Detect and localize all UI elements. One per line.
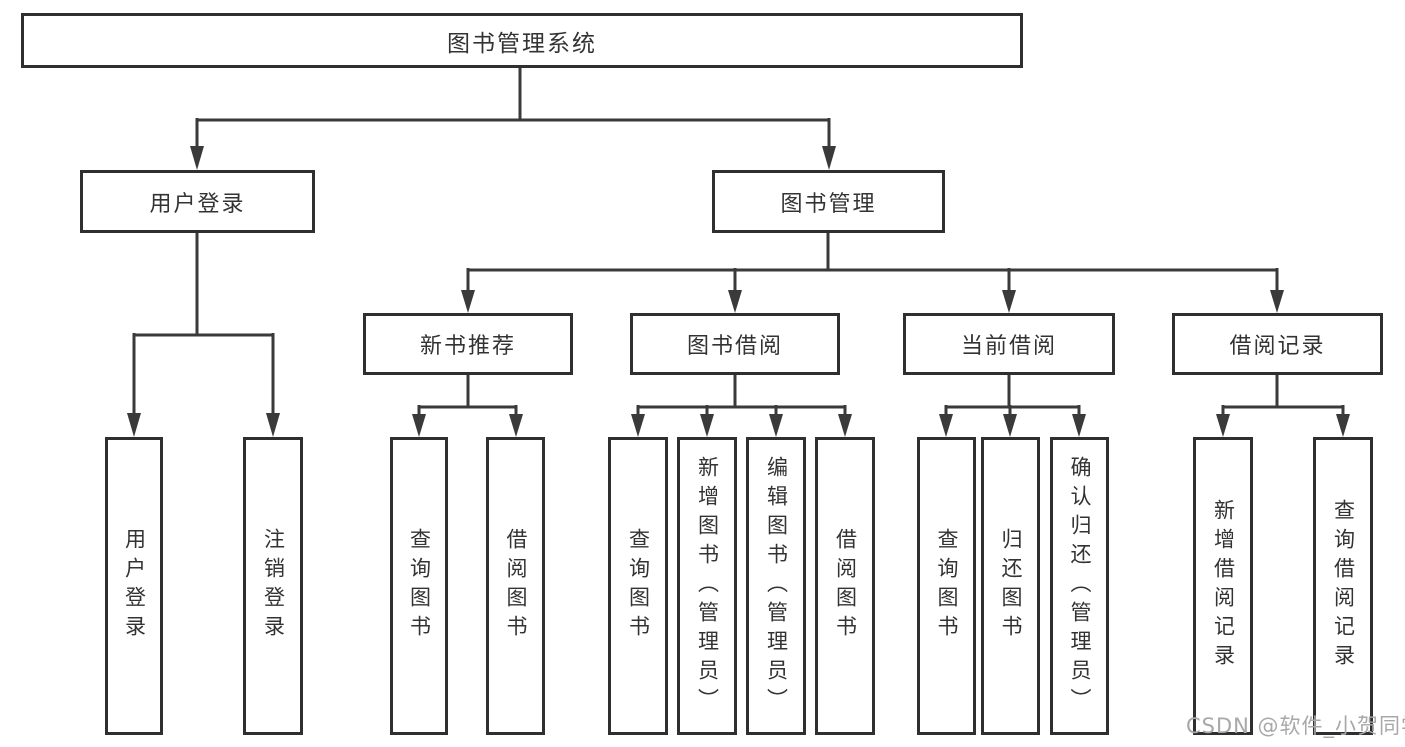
connector-book-management-to-level3 (461, 233, 1284, 313)
leaf-edit-books-admin-label: 编辑图书（管理员） (764, 455, 789, 717)
leaf-query-borrow-record-label: 查询借阅记录 (1331, 499, 1356, 673)
node-current-borrow-label: 当前借阅 (960, 334, 1057, 359)
node-library-system-label: 图书管理系统 (447, 30, 597, 57)
node-borrow-records-label: 借阅记录 (1229, 334, 1326, 359)
leaf-logout-label: 注销登录 (261, 528, 286, 644)
node-library-system: 图书管理系统 (21, 13, 1023, 68)
connector-new-book-recommend-to-leaves (412, 375, 523, 437)
leaf-add-borrow-record: 新增借阅记录 (1193, 437, 1253, 735)
leaf-edit-books-admin: 编辑图书（管理员） (746, 437, 806, 735)
leaf-confirm-return-admin-label: 确认归还（管理员） (1068, 455, 1092, 717)
leaf-confirm-return-admin: 确认归还（管理员） (1050, 437, 1109, 735)
leaf-logout: 注销登录 (243, 437, 303, 735)
connector-current-borrow-to-leaves (939, 375, 1086, 437)
leaf-query-books-recommend: 查询图书 (390, 437, 448, 735)
connector-borrow-records-to-leaves (1216, 375, 1350, 437)
leaf-borrow-books: 借阅图书 (815, 437, 875, 735)
csdn-watermark: CSDN @软件_小贺同学 (1186, 714, 1405, 738)
leaf-return-books-label: 归还图书 (999, 528, 1023, 644)
leaf-query-books-borrow-label: 查询图书 (626, 528, 651, 644)
connector-user-login-to-leaves (127, 233, 280, 437)
leaf-add-books-admin: 新增图书（管理员） (677, 437, 737, 735)
leaf-return-books: 归还图书 (981, 437, 1040, 735)
node-current-borrow: 当前借阅 (903, 313, 1115, 375)
node-book-borrow-label: 图书借阅 (686, 334, 783, 359)
node-book-management: 图书管理 (712, 170, 945, 233)
leaf-user-login-label: 用户登录 (122, 528, 147, 644)
connector-root-to-level2 (190, 68, 836, 170)
node-new-book-recommend: 新书推荐 (363, 313, 573, 375)
node-new-book-recommend-label: 新书推荐 (419, 334, 516, 359)
leaf-borrow-books-recommend: 借阅图书 (486, 437, 545, 735)
leaf-borrow-books-label: 借阅图书 (833, 528, 858, 644)
leaf-add-books-admin-label: 新增图书（管理员） (695, 455, 720, 717)
node-book-borrow: 图书借阅 (630, 313, 840, 375)
connector-book-borrow-to-leaves (631, 375, 852, 437)
node-user-login: 用户登录 (80, 170, 315, 233)
leaf-query-books-borrow: 查询图书 (608, 437, 668, 735)
leaf-user-login: 用户登录 (105, 437, 163, 735)
node-user-login-label: 用户登录 (149, 191, 246, 217)
leaf-add-borrow-record-label: 新增借阅记录 (1211, 499, 1236, 673)
leaf-query-books-current: 查询图书 (917, 437, 976, 735)
node-book-management-label: 图书管理 (780, 191, 877, 217)
leaf-query-books-current-label: 查询图书 (935, 528, 959, 644)
leaf-query-borrow-record: 查询借阅记录 (1313, 437, 1373, 735)
node-borrow-records: 借阅记录 (1172, 313, 1383, 375)
leaf-query-books-recommend-label: 查询图书 (407, 528, 432, 644)
leaf-borrow-books-recommend-label: 借阅图书 (504, 528, 528, 644)
